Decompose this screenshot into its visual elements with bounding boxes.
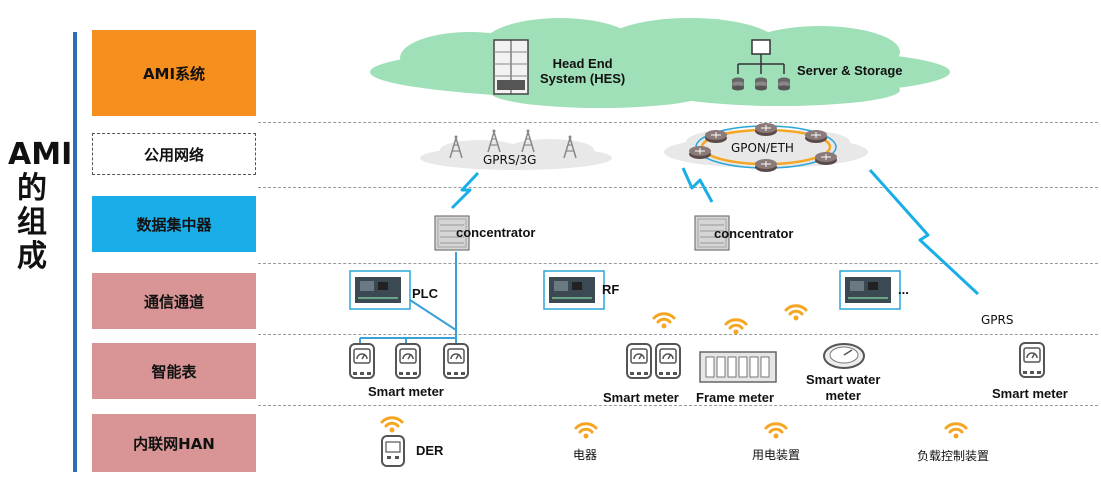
layer-channel: 通信通道	[92, 273, 256, 329]
appliance-label: 电器	[573, 448, 598, 462]
layer-label: 通信通道	[143, 292, 204, 311]
layer-label: 公用网络	[143, 145, 204, 164]
separator-4	[258, 334, 1098, 335]
der-device-icon	[381, 435, 405, 467]
bolt-gprs-long	[868, 169, 980, 296]
bolt-gpon	[681, 167, 714, 203]
concentrator-label-2: concentrator	[714, 226, 794, 241]
separator-2	[258, 187, 1098, 188]
layer-concentrator: 数据集中器	[92, 196, 256, 252]
rf-board-icon	[543, 270, 605, 310]
smart-meter-label-2: Smart meter	[603, 390, 679, 405]
gprs-cloud	[420, 128, 612, 170]
rf-label: RF	[602, 282, 620, 297]
smart-meter-icon-5	[655, 343, 681, 379]
layer-smart-meter: 智能表	[92, 343, 256, 399]
title-bar	[73, 32, 77, 472]
wifi-rf-3	[784, 304, 808, 322]
layer-ami-system: AMI系统	[92, 30, 256, 116]
wifi-appliance	[574, 422, 598, 440]
title-char-4: 成	[17, 239, 47, 274]
smart-meter-icon-3	[443, 343, 469, 379]
smart-meter-icon-2	[395, 343, 421, 379]
more-channels-label: ...	[898, 282, 909, 297]
plc-board-icon	[349, 270, 411, 310]
layer-han: 内联网HAN	[92, 414, 256, 472]
concentrator-label-1: concentrator	[456, 225, 536, 240]
title-char-2: 的	[17, 171, 47, 206]
frame-meter-icon	[699, 351, 777, 383]
der-label: DER	[416, 443, 444, 458]
layer-public-network: 公用网络	[92, 133, 256, 175]
wifi-load-control	[944, 422, 968, 440]
separator-5	[258, 405, 1098, 406]
water-meter-icon	[823, 343, 865, 369]
water-meter-label: Smart water meter	[806, 372, 881, 403]
load-control-label: 负载控制装置	[917, 449, 990, 463]
device-label: 用电装置	[752, 448, 801, 462]
wifi-device	[764, 422, 788, 440]
gpon-cloud	[664, 122, 868, 173]
separator-1	[258, 122, 1098, 123]
gprs-channel-label: GPRS	[981, 313, 1014, 327]
hes-label: Head End System (HES)	[540, 56, 626, 86]
layer-label: 内联网HAN	[133, 434, 215, 453]
wifi-rf-2	[724, 318, 748, 336]
hes-server-icon	[493, 39, 529, 95]
frame-meter-label: Frame meter	[696, 390, 775, 405]
smart-meter-icon-1	[349, 343, 375, 379]
bolt-gprs	[450, 171, 480, 210]
smart-meter-icon-6	[1019, 342, 1045, 378]
other-board-icon	[839, 270, 901, 310]
title-char-3: 组	[17, 205, 47, 240]
plc-label: PLC	[412, 286, 438, 301]
server-storage-label: Server & Storage	[797, 63, 903, 78]
layer-label: 智能表	[151, 362, 197, 381]
server-storage-icon	[732, 39, 790, 91]
smart-meter-label-3: Smart meter	[992, 386, 1068, 401]
gpon-network-label: GPON/ETH	[731, 141, 794, 155]
smart-meter-label-1: Smart meter	[368, 384, 444, 399]
smart-meter-icon-4	[626, 343, 652, 379]
layer-label: AMI系统	[142, 64, 206, 83]
wifi-der	[380, 416, 404, 434]
wifi-rf-1	[652, 312, 676, 330]
separator-3	[258, 263, 1098, 264]
gprs-network-label: GPRS/3G	[483, 153, 537, 167]
layer-label: 数据集中器	[136, 215, 212, 234]
